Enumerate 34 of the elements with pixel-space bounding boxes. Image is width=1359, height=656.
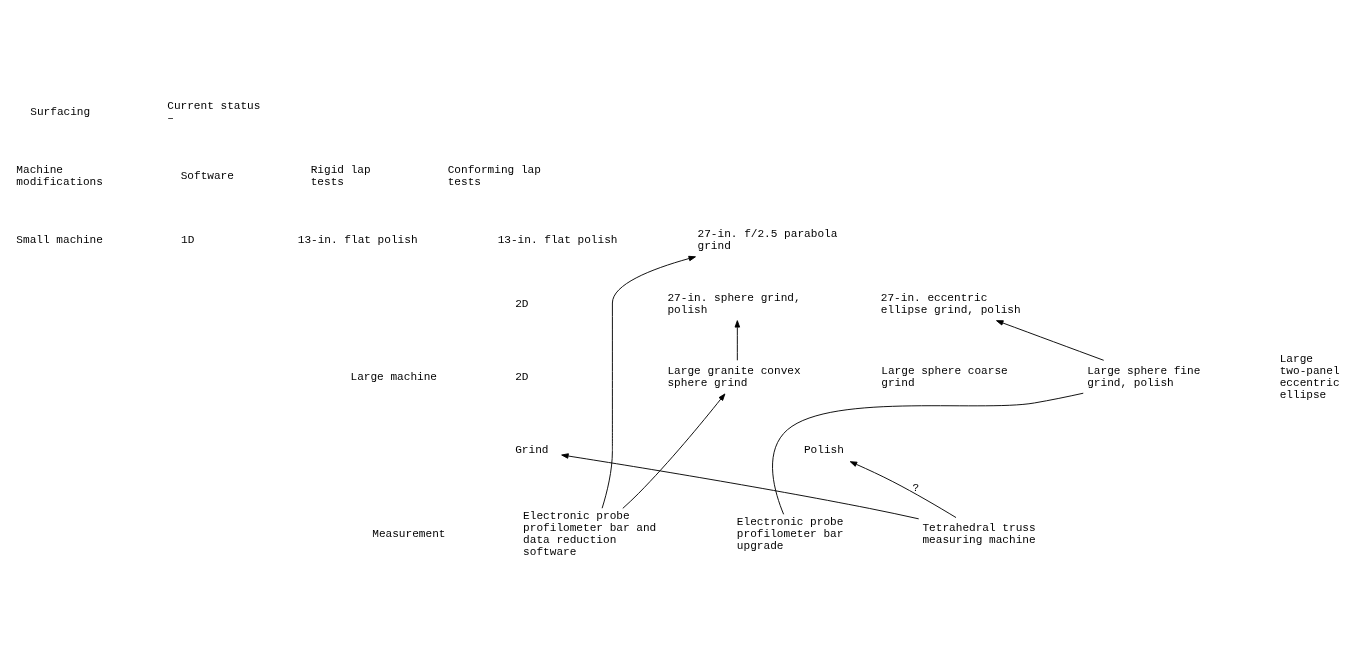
label: 2D xyxy=(515,370,529,383)
node-text: Polish xyxy=(803,444,844,457)
arrow xyxy=(561,453,920,520)
node-text: Large sphere fine grind, polish xyxy=(1087,364,1201,389)
node-text: 13-in. flat polish xyxy=(497,233,618,246)
node-text: Electronic probe profilometer bar upgrade xyxy=(736,516,844,553)
node-text: Grind xyxy=(515,444,549,457)
arrow xyxy=(734,320,741,361)
node-text: 27-in. sphere grind, polish xyxy=(667,291,801,316)
connector xyxy=(772,392,1084,515)
label: Machine modifications xyxy=(16,164,103,189)
arrow xyxy=(996,320,1105,361)
node-text: 27-in. f/2.5 parabola grind xyxy=(697,227,838,252)
label: Software xyxy=(180,170,234,183)
node-text: Tetrahedral truss measuring machine xyxy=(922,522,1036,547)
label: Conforming lap tests xyxy=(447,164,541,189)
node-text: Large sphere coarse grind xyxy=(881,364,1008,389)
node-text: 13-in. flat polish xyxy=(297,233,418,246)
label: Large two-panel eccentric ellipse xyxy=(1279,352,1340,401)
label: Small machine xyxy=(16,233,103,246)
label: Current status – xyxy=(167,100,261,125)
label: Measurement xyxy=(372,528,446,541)
arrow xyxy=(601,255,696,509)
node-text: Large granite convex sphere grind xyxy=(667,364,801,389)
node-text: 27-in. eccentric ellipse grind, polish xyxy=(880,291,1021,316)
node-text: Electronic probe profilometer bar and data reduction software xyxy=(523,510,657,559)
label: Surfacing xyxy=(30,106,91,119)
edge-label: ? xyxy=(912,481,920,494)
label: 2D xyxy=(515,297,529,310)
label: Rigid lap tests xyxy=(310,164,371,189)
label: 1D xyxy=(181,233,195,246)
arrow xyxy=(622,393,726,509)
arrow xyxy=(849,461,957,518)
label: Large machine xyxy=(350,370,438,383)
